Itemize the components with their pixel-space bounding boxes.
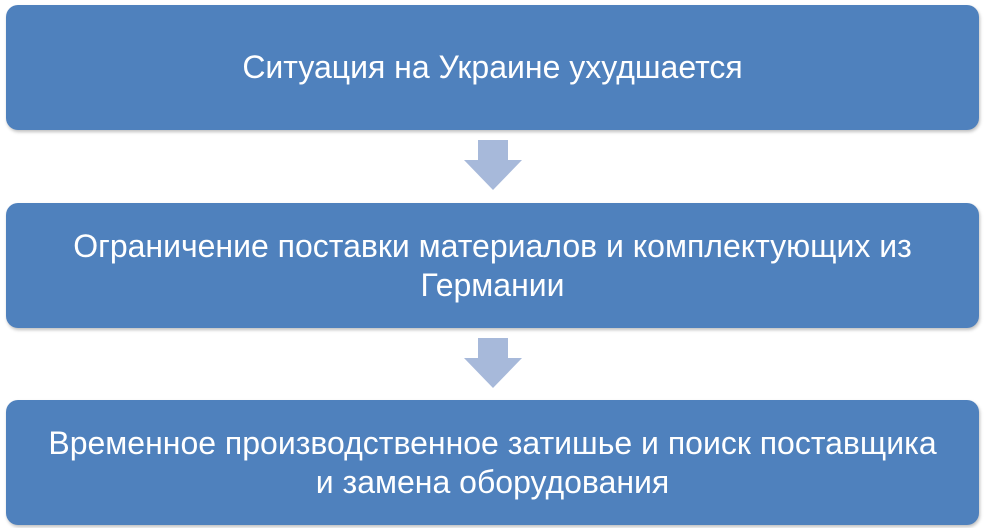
down-arrow-icon (464, 338, 522, 388)
step-box-1: Ситуация на Украине ухудшается (6, 5, 979, 130)
step-box-3: Временное производственное затишье и пои… (6, 400, 979, 525)
down-arrow-icon (464, 140, 522, 190)
step-box-2: Ограничение поставки материалов и компле… (6, 203, 979, 328)
step-text-3: Временное производственное затишье и пои… (48, 424, 937, 500)
step-text-2: Ограничение поставки материалов и компле… (73, 227, 912, 303)
step-text-1: Ситуация на Украине ухудшается (242, 49, 743, 85)
